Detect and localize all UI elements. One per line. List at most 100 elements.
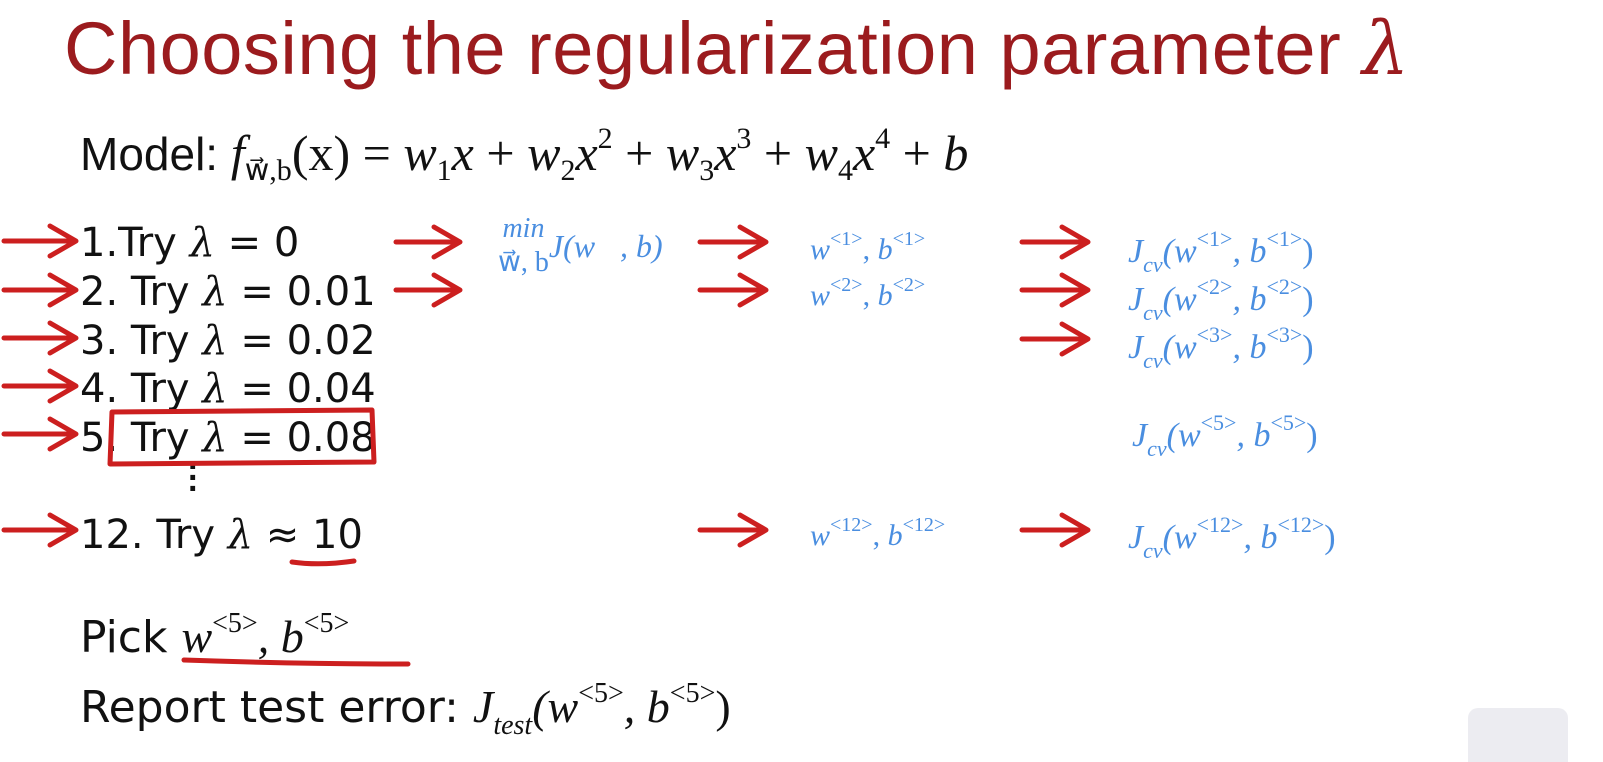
term-sub: 2 (560, 154, 576, 187)
jcv-sub: cv (1147, 436, 1167, 461)
jcv-mid: , b (1232, 233, 1267, 270)
params-1: w<1>, b<1> (810, 228, 925, 267)
vertical-ellipsis: ··· (188, 448, 200, 508)
jcv-wsup: <2> (1196, 274, 1233, 299)
left-arrow-5 (1, 416, 79, 452)
term-w: w (665, 125, 700, 181)
term-w: w (403, 125, 437, 181)
min-under: w⃗, b (498, 247, 549, 278)
report-bsup: <5> (669, 678, 716, 709)
jcv-bsup: <3> (1266, 322, 1303, 347)
try-op: = (227, 366, 287, 412)
jcv-wsup: <12> (1196, 512, 1244, 537)
minimize-expression: min w⃗, b J(w⃗, b) (498, 212, 663, 280)
left-arrow-12 (1, 512, 79, 548)
left-arrow-2 (1, 272, 79, 308)
param-w: w (810, 233, 831, 266)
term-pow: 3 (736, 122, 752, 155)
model-b: b (943, 125, 969, 181)
term-pow: 4 (875, 122, 891, 155)
param-sep: , (862, 279, 878, 312)
slide-title: Choosing the regularization parameter λ (64, 6, 1410, 92)
arrow-to-jcv-3 (1019, 321, 1091, 357)
try-op: = (227, 318, 287, 364)
pick-wsup: <5> (212, 608, 258, 639)
jcv-bsup: <2> (1266, 274, 1303, 299)
jcv-mid: , b (1243, 519, 1278, 556)
jcv-wsup: <5> (1200, 410, 1237, 435)
pick-w: w (181, 611, 213, 662)
model-lhs-arg: (x) = (291, 125, 404, 181)
plus: + (473, 125, 528, 181)
jcv-J: J (1128, 281, 1144, 318)
jcv-2: Jcv(w<2>, b<2>) (1128, 274, 1314, 326)
try-lambda: λ (227, 512, 254, 558)
jcv-5: Jcv(w<5>, b<5>) (1132, 410, 1318, 462)
try-line-12: 12. Try λ ≈ 10 (80, 512, 363, 558)
report-label: Report test error: (80, 682, 473, 733)
model-f: f (230, 125, 245, 181)
try-num: 12. (80, 512, 157, 558)
slide-title-text: Choosing the regularization parameter (64, 7, 1342, 90)
term-x: x (451, 125, 474, 181)
param-bsup: <1> (892, 228, 926, 250)
watermark-badge (1468, 708, 1568, 762)
report-J: J (472, 681, 494, 732)
term-x: x (852, 125, 876, 181)
arrow-to-params-1 (697, 224, 769, 260)
try-word: Try (156, 512, 228, 558)
jcv-sub: cv (1143, 348, 1163, 373)
plus: + (890, 125, 944, 181)
pick-bsup: <5> (303, 608, 350, 639)
try-num: 4. (80, 366, 131, 412)
try-lambda: λ (189, 220, 215, 266)
try-line-5: 5. Try λ = 0.08 (80, 415, 376, 461)
try-lambda: λ (202, 415, 228, 461)
model-f-sub: w⃗,b (244, 154, 292, 187)
try-value: 0.08 (286, 415, 376, 461)
underline-value-10 (289, 558, 357, 567)
jcv-1: Jcv(w<1>, b<1>) (1128, 226, 1314, 278)
jcv-wsup: <3> (1196, 322, 1233, 347)
try-line-1: 1.Try λ = 0 (80, 220, 299, 266)
params-12: w<12>, b<12> (810, 514, 945, 553)
param-wsup: <12> (830, 514, 873, 536)
plus: + (751, 125, 805, 181)
param-bsup: <12> (902, 514, 946, 536)
param-b: b (877, 279, 893, 312)
try-value: 0.04 (286, 366, 376, 412)
left-arrow-4 (1, 368, 79, 404)
jcv-close: ) (1324, 519, 1336, 556)
jcv-sub: cv (1143, 300, 1163, 325)
try-value: 0.01 (286, 269, 376, 315)
left-arrow-1 (1, 223, 79, 259)
jcv-J: J (1132, 417, 1148, 454)
arrow-to-minimize-1 (393, 224, 463, 260)
try-num: 2. (80, 269, 131, 315)
jcv-12: Jcv(w<12>, b<12>) (1128, 512, 1336, 564)
param-bsup: <2> (892, 274, 926, 296)
jcv-J: J (1128, 519, 1144, 556)
param-sep: , (862, 233, 878, 266)
param-sep: , (872, 519, 888, 552)
try-lambda: λ (202, 269, 228, 315)
term-w: w (527, 125, 561, 181)
try-line-4: 4. Try λ = 0.04 (80, 366, 376, 412)
report-sub: test (493, 710, 533, 741)
arrow-to-jcv-2 (1019, 272, 1091, 308)
term-x: x (714, 125, 737, 181)
try-line-3: 3. Try λ = 0.02 (80, 318, 376, 364)
report-open: (w (532, 681, 579, 732)
try-word: Try (130, 318, 203, 364)
term-pow: 2 (597, 122, 613, 155)
jcv-open: (w (1162, 233, 1197, 270)
arrow-to-minimize-2 (393, 272, 463, 308)
term-w: w (804, 125, 838, 181)
jcv-3: Jcv(w<3>, b<3>) (1128, 322, 1314, 374)
pick-mid: , b (257, 611, 304, 662)
jcv-sub: cv (1143, 538, 1163, 563)
report-line: Report test error: Jtest(w<5>, b<5>) (80, 678, 731, 742)
param-w: w (810, 519, 831, 552)
min-expr: J(w⃗, b) (548, 228, 663, 264)
pick-line: Pick w<5>, b<5> (80, 608, 349, 663)
